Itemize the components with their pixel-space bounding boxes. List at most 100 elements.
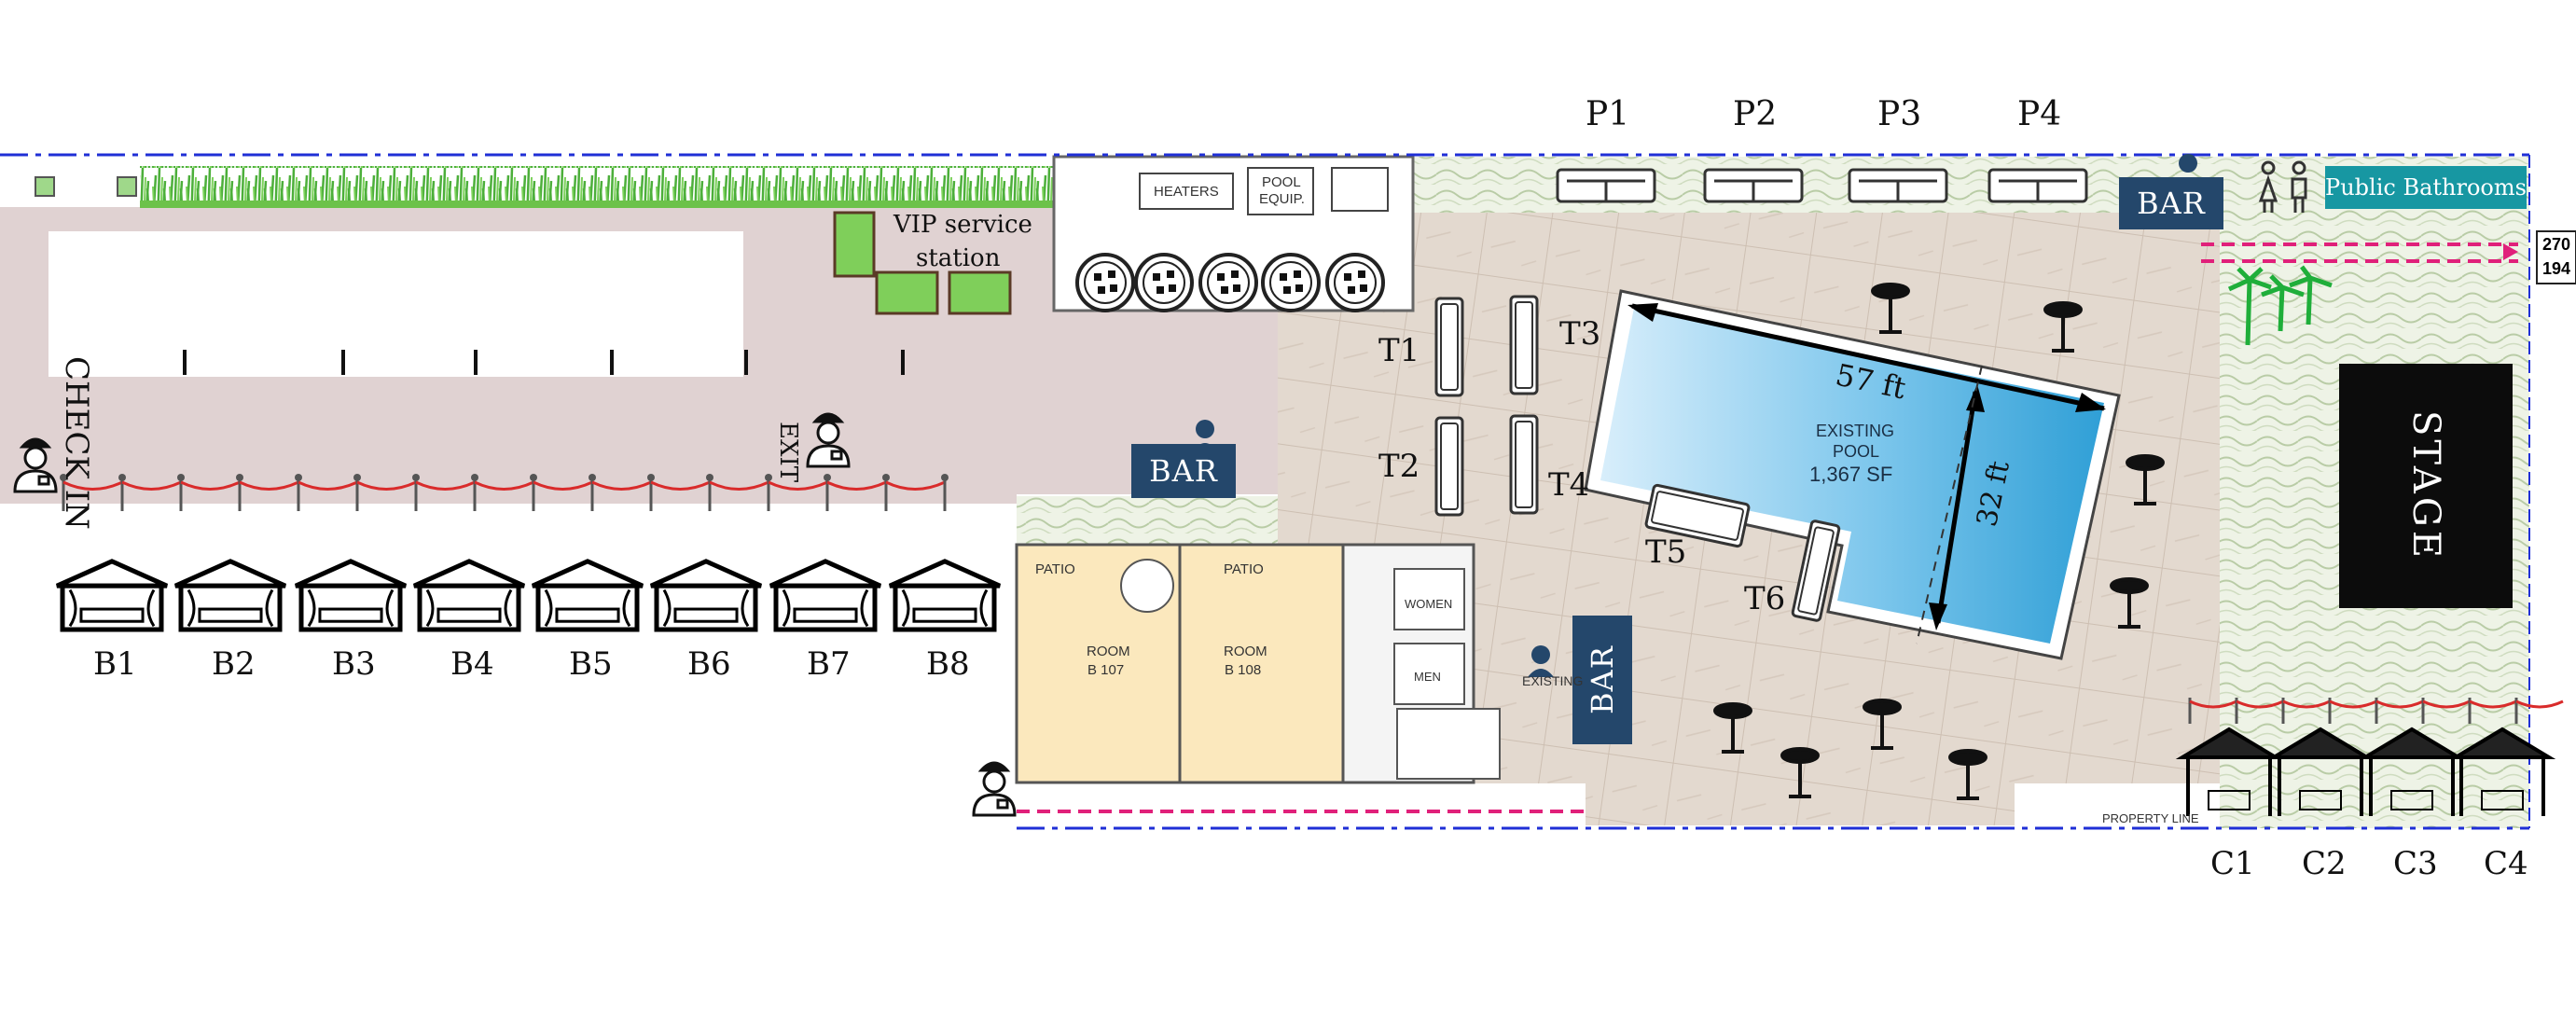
sofa-label-p4: P4 [2017,95,2062,133]
pool-width-arrowhead-bottom [1929,602,1947,630]
patio-right-label: PATIO [1224,561,1264,577]
sofa-p1 [1556,168,1656,203]
pool-width-arrowhead-top [1966,384,1985,412]
women-label: WOMEN [1405,597,1453,611]
cabana-c2 [2266,727,2375,816]
planter-square-2 [117,176,137,197]
pool-label-1: EXISTING [1816,422,1895,440]
cocktail-table-1 [1871,283,1910,334]
vip-hedge-3 [948,270,1012,315]
security-guard-3 [972,761,1017,817]
pool-equip-label-1: POOL [1262,174,1301,190]
vip-hedge-2 [875,270,939,315]
cabana-label-c3: C3 [2393,845,2438,882]
cabana-label-b1: B1 [93,645,137,683]
table-label-t2: T2 [1378,448,1420,485]
room-107-label-b: B 107 [1087,662,1125,678]
hot-tub-2 [1134,253,1194,312]
cocktail-table-6 [1863,699,1902,750]
cabana-c1 [2175,727,2283,816]
cabana-label-c4: C4 [2484,845,2528,882]
patio-left-label: PATIO [1035,561,1075,577]
hot-tub-3 [1198,253,1258,312]
cabana-b5 [531,559,644,632]
pool-width-arrow [1935,391,1978,624]
restroom-pictogram [2258,160,2307,213]
sofa-label-p2: P2 [1733,95,1778,133]
cabana-label-c1: C1 [2210,845,2255,882]
cocktail-table-5 [1713,702,1752,754]
bar-center-label: BAR [1585,645,1620,714]
table-label-t6: T6 [1744,580,1786,617]
cabana-b4 [412,559,526,632]
cabana-label-b7: B7 [807,645,851,683]
cabana-label-b3: B3 [332,645,376,683]
dimension-box [2536,230,2576,284]
cocktail-tables [1713,283,2165,800]
check-in-label: CHECK IN [58,356,95,530]
hot-tub-5 [1325,253,1385,312]
pool-equip-box [1247,167,1314,215]
cabana-label-b4: B4 [450,645,494,683]
stairs [1396,708,1501,780]
pool-label-3: 1,367 SF [1809,463,1893,486]
cabana-c3 [2358,727,2466,816]
room-108-label-b: B 108 [1225,662,1262,678]
men-room [1393,643,1465,705]
cabana-label-c2: C2 [2302,845,2347,882]
room-107-label-a: ROOM [1087,644,1130,659]
vip-hedge-1 [833,211,876,278]
sofa-label-p1: P1 [1586,95,1630,133]
equip-box-3 [1331,167,1389,212]
table-label-t5: T5 [1645,533,1687,571]
women-room [1393,568,1465,630]
sofas-p [1556,168,2088,203]
pool-length-arrowhead-left [1627,303,1658,322]
daybed-6 [1791,519,1841,622]
bartender-3 [1528,645,1554,677]
grass-base [140,201,1059,208]
security-guards [13,412,1017,817]
cabana-b3 [294,559,408,632]
property-line-label: PROPERTY LINE [2102,811,2199,825]
pool-length-arrow [1631,303,2105,411]
sofa-p2 [1703,168,1804,203]
vip-label-2: station [916,244,1001,272]
security-guard-2 [806,412,851,468]
dim-bottom-label: 194 [2542,259,2571,278]
pool-length-arrowhead-right [2075,393,2106,412]
sofa-label-p3: P3 [1877,95,1922,133]
velvet-ropes [60,474,949,511]
table-label-t4: T4 [1548,466,1590,504]
men-label: MEN [1414,670,1441,684]
cocktail-table-4 [2110,577,2149,629]
cocktail-table-3 [2126,454,2165,506]
bar-center-badge: BAR [1572,616,1632,744]
hot-tub-1 [1075,253,1135,312]
cabana-b1 [55,559,169,632]
plaza-posts [183,350,905,375]
spiral-stair [1120,559,1174,613]
planter-square-1 [35,176,55,197]
daybed-4 [1509,414,1539,515]
cabana-label-b8: B8 [926,645,970,683]
pool-equip-label-2: EQUIP. [1259,191,1305,207]
table-label-t1: T1 [1378,332,1420,369]
heaters-label: HEATERS [1154,184,1219,200]
daybed-3 [1434,416,1464,517]
sofa-p3 [1848,168,1948,203]
cocktail-table-2 [2043,301,2083,353]
path-arrowhead [2503,243,2518,260]
heaters-box [1139,173,1234,210]
cabana-b7 [769,559,882,632]
existing-bar-label: EXISTING [1522,673,1584,688]
room-108-label-a: ROOM [1224,644,1267,659]
cocktail-table-7 [1780,747,1820,798]
pool-dashed-line [1916,365,1983,644]
cabanas-c [2175,727,2556,816]
public-bathrooms-badge: Public Bathrooms [2325,166,2527,209]
cabana-b8 [888,559,1002,632]
daybed-5 [1644,483,1751,548]
cabana-c4 [2448,727,2556,816]
